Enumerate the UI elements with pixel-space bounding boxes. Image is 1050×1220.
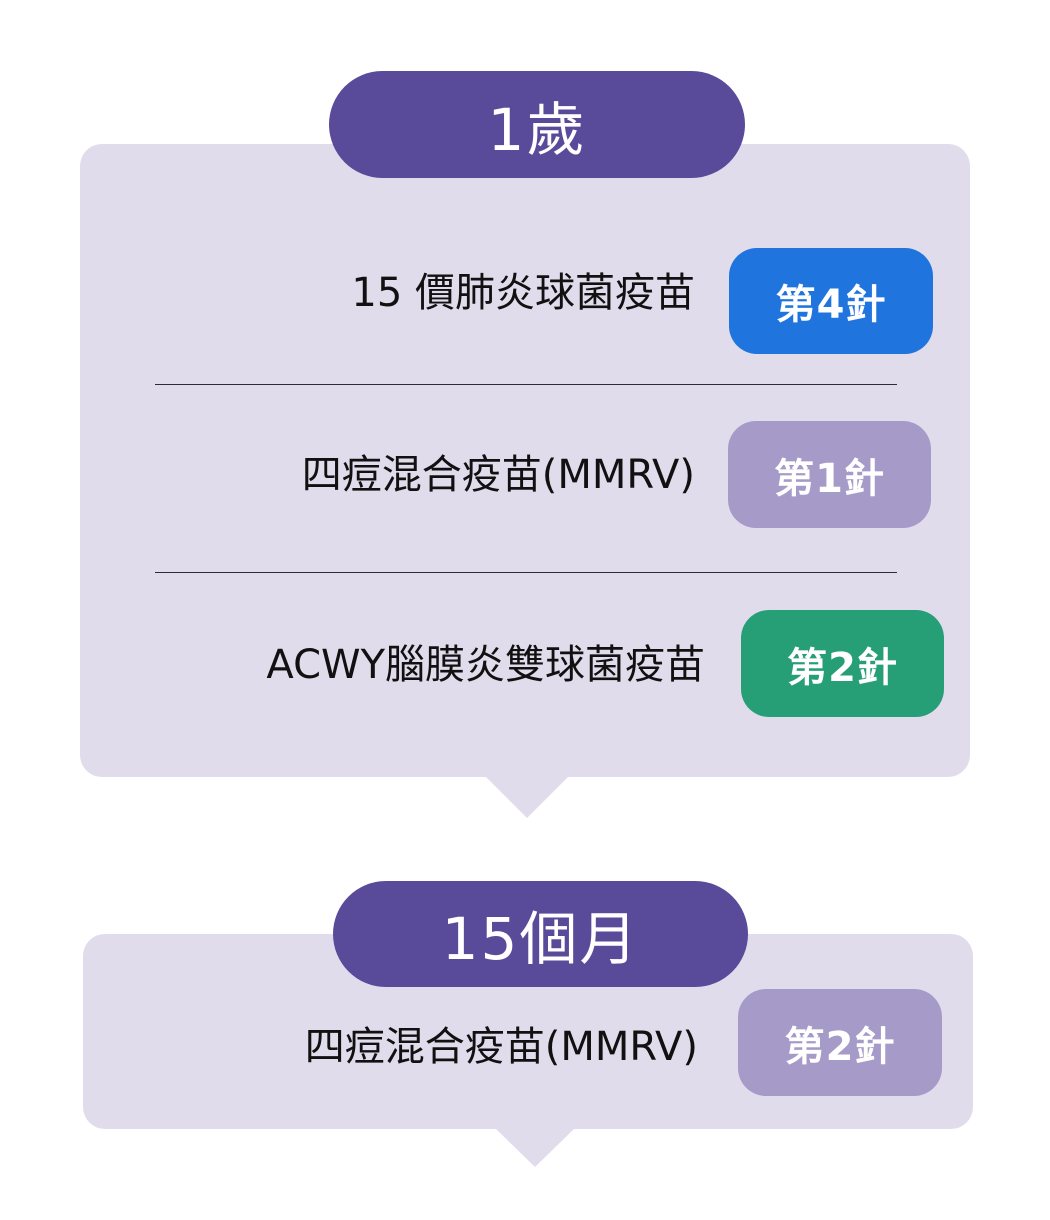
card-pointer-arrow — [496, 1129, 574, 1167]
age-label-pill: 15個月 — [333, 881, 748, 987]
dose-badge-2nd: 第2針 — [738, 989, 942, 1096]
age-label-text: 15個月 — [441, 905, 640, 973]
age-label-text: 1歲 — [487, 95, 587, 164]
dose-badge-2nd: 第2針 — [741, 610, 944, 717]
dose-badge-text: 第1針 — [774, 455, 885, 502]
dose-badge-text: 第2針 — [784, 1023, 896, 1070]
dose-badge-text: 第4針 — [775, 282, 887, 328]
vaccine-name-mmrv: 四痘混合疫苗(MMRV) — [304, 1024, 698, 1070]
dose-badge-1st: 第1針 — [728, 421, 931, 528]
age-label-pill: 1歲 — [329, 71, 745, 178]
card-pointer-arrow — [486, 777, 568, 818]
dose-badge-4th: 第4針 — [729, 248, 933, 354]
vaccine-name-pcv15: 15 價肺炎球菌疫苗 — [351, 270, 695, 316]
vaccine-name-mmrv: 四痘混合疫苗(MMRV) — [301, 452, 695, 498]
vaccine-name-acwy: ACWY腦膜炎雙球菌疫苗 — [266, 642, 705, 688]
row-divider — [155, 572, 897, 573]
dose-badge-text: 第2針 — [787, 644, 898, 691]
row-divider — [155, 384, 897, 385]
